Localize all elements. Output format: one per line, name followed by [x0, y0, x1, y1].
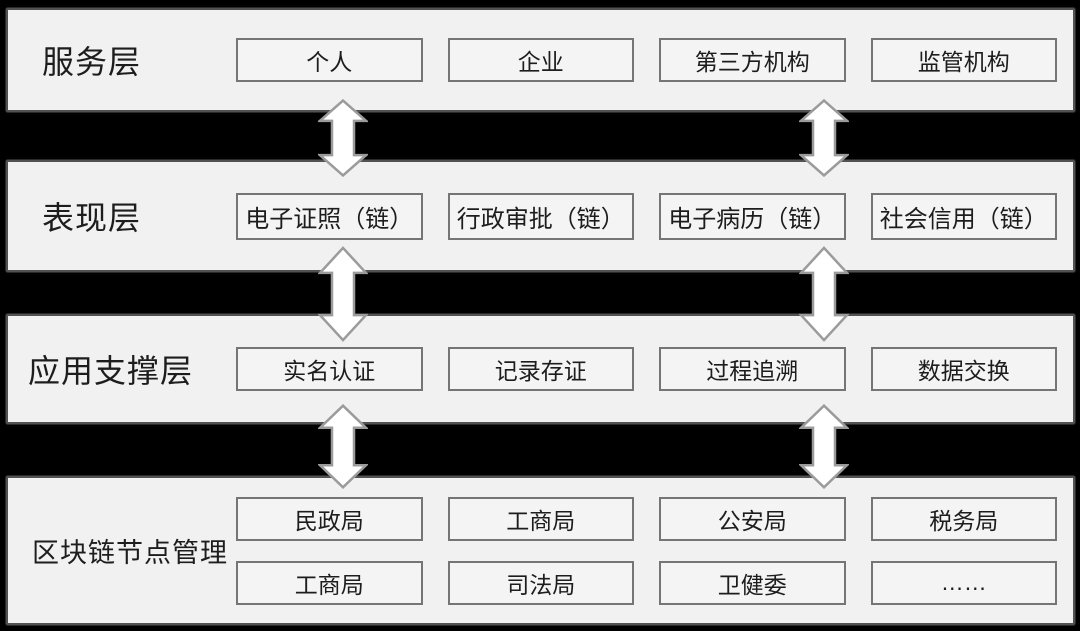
node-box-regulator: 监管机构 — [870, 38, 1057, 82]
layer-label-service: 服务层 — [42, 44, 142, 80]
layer-service-boxes: 个人 企业 第三方机构 监管机构 — [236, 38, 1057, 82]
node-box-e-license-chain: 电子证照（链） — [236, 192, 423, 240]
node-box-health-commission: 卫健委 — [659, 560, 846, 605]
node-box-e-medical-record-chain: 电子病历（链） — [659, 192, 846, 240]
node-box-industry-commerce-bureau-2: 工商局 — [236, 560, 423, 605]
layer-label-app-support: 应用支撑层 — [28, 353, 194, 389]
node-box-process-trace: 过程追溯 — [659, 347, 846, 391]
node-box-data-exchange: 数据交换 — [870, 347, 1057, 391]
node-box-record-evidence: 记录存证 — [447, 347, 634, 391]
up-down-arrow-icon — [799, 404, 849, 489]
node-box-industry-commerce-bureau-1: 工商局 — [447, 496, 634, 541]
up-down-arrow-icon — [318, 99, 368, 177]
layer-service: 服务层 个人 企业 第三方机构 监管机构 — [6, 8, 1075, 112]
node-box-civil-affairs-bureau: 民政局 — [236, 496, 423, 541]
node-box-individual: 个人 — [236, 38, 423, 82]
node-box-admin-approval-chain: 行政审批（链） — [447, 192, 634, 240]
layer-node-management: 区块链节点管理 民政局 工商局 公安局 税务局 工商局 司法局 卫健委 …… — [6, 476, 1075, 625]
node-box-real-name-auth: 实名认证 — [236, 347, 423, 391]
node-box-public-security-bureau: 公安局 — [659, 496, 846, 541]
layer-app-support-boxes: 实名认证 记录存证 过程追溯 数据交换 — [236, 347, 1057, 391]
up-down-arrow-icon — [318, 246, 368, 342]
node-box-social-credit-chain: 社会信用（链） — [870, 192, 1057, 240]
layer-node-management-boxes: 民政局 工商局 公安局 税务局 工商局 司法局 卫健委 …… — [236, 496, 1057, 605]
layer-label-presentation: 表现层 — [42, 200, 142, 236]
layer-label-node-management: 区块链节点管理 — [32, 538, 228, 568]
up-down-arrow-icon — [799, 99, 849, 177]
layer-presentation: 表现层 电子证照（链） 行政审批（链） 电子病历（链） 社会信用（链） — [6, 160, 1075, 272]
node-box-tax-bureau: 税务局 — [870, 496, 1057, 541]
node-box-ellipsis: …… — [870, 560, 1057, 605]
node-box-enterprise: 企业 — [447, 38, 634, 82]
up-down-arrow-icon — [318, 404, 368, 489]
node-box-justice-bureau: 司法局 — [447, 560, 634, 605]
layer-presentation-boxes: 电子证照（链） 行政审批（链） 电子病历（链） 社会信用（链） — [236, 192, 1057, 240]
up-down-arrow-icon — [799, 246, 849, 342]
node-box-third-party: 第三方机构 — [659, 38, 846, 82]
layer-app-support: 应用支撑层 实名认证 记录存证 过程追溯 数据交换 — [6, 314, 1075, 424]
